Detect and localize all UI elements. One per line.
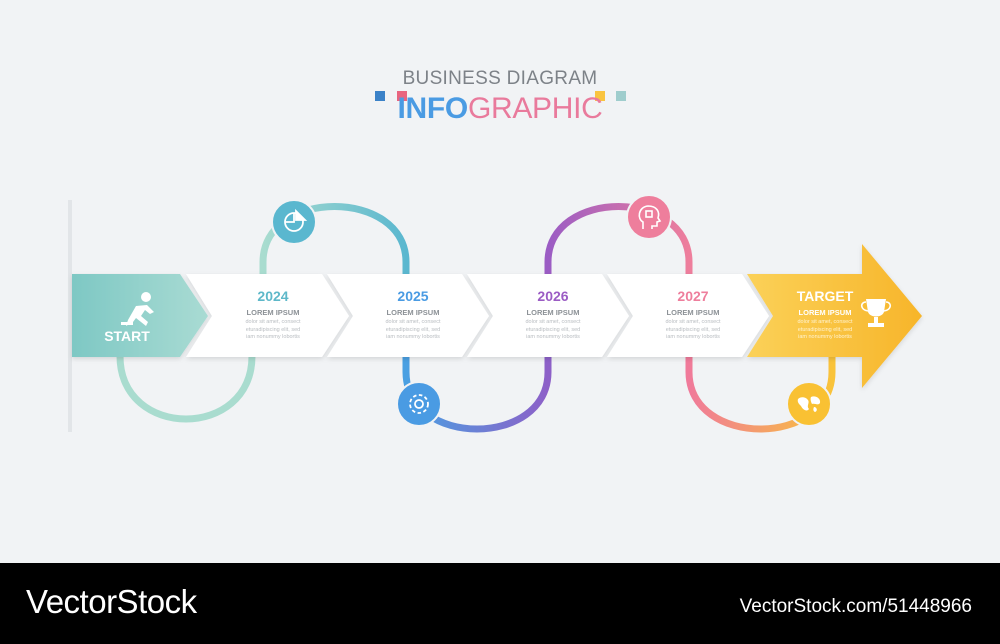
pie-chart-badge — [271, 199, 317, 245]
target-description: dolor sit amet, consect eturadipiscing e… — [770, 319, 880, 342]
step-description: dolor sit amet, consect eturadipiscing e… — [498, 319, 608, 342]
desc-line: eturadipiscing elit, sed — [525, 326, 581, 333]
desc-line: eturadipiscing elit, sed — [245, 326, 301, 333]
loop-2024 — [259, 203, 410, 274]
target-title: TARGET — [796, 288, 854, 304]
step-description: dolor sit amet, consect eturadipiscing e… — [358, 319, 468, 342]
desc-line: dolor sit amet, consect — [385, 319, 441, 325]
chevron-2024 — [186, 274, 349, 357]
timeline-diagram — [68, 194, 922, 433]
timeline-band — [72, 244, 922, 388]
deco-square-blue — [375, 91, 385, 101]
step-description: dolor sit amet, consect eturadipiscing e… — [218, 319, 328, 342]
desc-line: dolor sit amet, consect — [245, 319, 301, 325]
desc-line: dolor sit amet, consect — [525, 319, 581, 325]
deco-square-pink — [397, 91, 407, 101]
stock-id: VectorStock.com/51448966 — [739, 596, 972, 617]
gear-badge — [396, 381, 442, 427]
loop-2026 — [544, 203, 693, 274]
world-map-badge — [786, 381, 832, 427]
runner-icon — [121, 292, 154, 326]
step-year: 2025 — [397, 288, 429, 304]
deco-square-yellow — [595, 91, 605, 101]
desc-line: iam nonummy lobortis — [526, 334, 580, 340]
step-year: 2026 — [537, 288, 569, 304]
desc-line: iam nonummy lobortis — [798, 334, 852, 340]
start-label: START — [104, 328, 150, 344]
world-map-icon — [797, 396, 821, 412]
header: BUSINESS DIAGRAM INFOGRAPHIC — [0, 68, 1000, 126]
step-description: dolor sit amet, consect eturadipiscing e… — [638, 319, 748, 342]
desc-line: dolor sit amet, consect — [797, 319, 853, 325]
step-label: LOREM IPSUM — [666, 308, 720, 317]
gear-icon — [409, 394, 429, 414]
title-part-graphic: GRAPHIC — [467, 92, 603, 125]
infographic-canvas: BUSINESS DIAGRAM INFOGRAPHIC — [0, 68, 1000, 433]
step-label: LOREM IPSUM — [526, 308, 580, 317]
head-profile-badge — [626, 194, 672, 240]
target-arrow — [747, 244, 922, 388]
desc-line: dolor sit amet, consect — [665, 319, 721, 325]
target-label: LOREM IPSUM — [798, 308, 852, 317]
chevron-2026 — [467, 274, 629, 357]
title-part-info: INFO — [397, 92, 468, 125]
watermark-footer: VectorStock VectorStock.com/51448966 — [0, 563, 1000, 644]
loop-2027 — [685, 356, 836, 433]
step-year: 2027 — [677, 288, 709, 304]
step-2027: 2027 LOREM IPSUM dolor sit amet, consect… — [638, 288, 748, 342]
head-profile-icon — [638, 205, 662, 229]
diagram-subtitle: BUSINESS DIAGRAM — [402, 68, 598, 89]
desc-line: iam nonummy lobortis — [666, 334, 720, 340]
deco-square-teal — [616, 91, 626, 101]
chevron-2027 — [607, 274, 769, 357]
step-2025: 2025 LOREM IPSUM dolor sit amet, consect… — [358, 288, 468, 342]
desc-line: eturadipiscing elit, sed — [385, 326, 441, 333]
desc-line: iam nonummy lobortis — [246, 334, 300, 340]
desc-line: eturadipiscing elit, sed — [665, 326, 721, 333]
desc-line: iam nonummy lobortis — [386, 334, 440, 340]
loop-start — [116, 355, 256, 423]
desc-line: eturadipiscing elit, sed — [797, 326, 853, 333]
step-2026: 2026 LOREM IPSUM dolor sit amet, consect… — [498, 288, 608, 342]
step-label: LOREM IPSUM — [386, 308, 440, 317]
chevron-2025 — [327, 274, 489, 357]
left-edge-shade — [68, 200, 72, 432]
brand-logo: VectorStock — [26, 583, 197, 620]
trophy-icon — [860, 299, 892, 327]
step-label: LOREM IPSUM — [246, 308, 300, 317]
step-2024: 2024 LOREM IPSUM dolor sit amet, consect… — [218, 288, 328, 342]
step-year: 2024 — [257, 288, 289, 304]
pie-chart-icon — [284, 208, 308, 232]
step-target: TARGET LOREM IPSUM dolor sit amet, conse… — [770, 288, 880, 342]
diagram-title: INFOGRAPHIC — [0, 92, 1000, 126]
